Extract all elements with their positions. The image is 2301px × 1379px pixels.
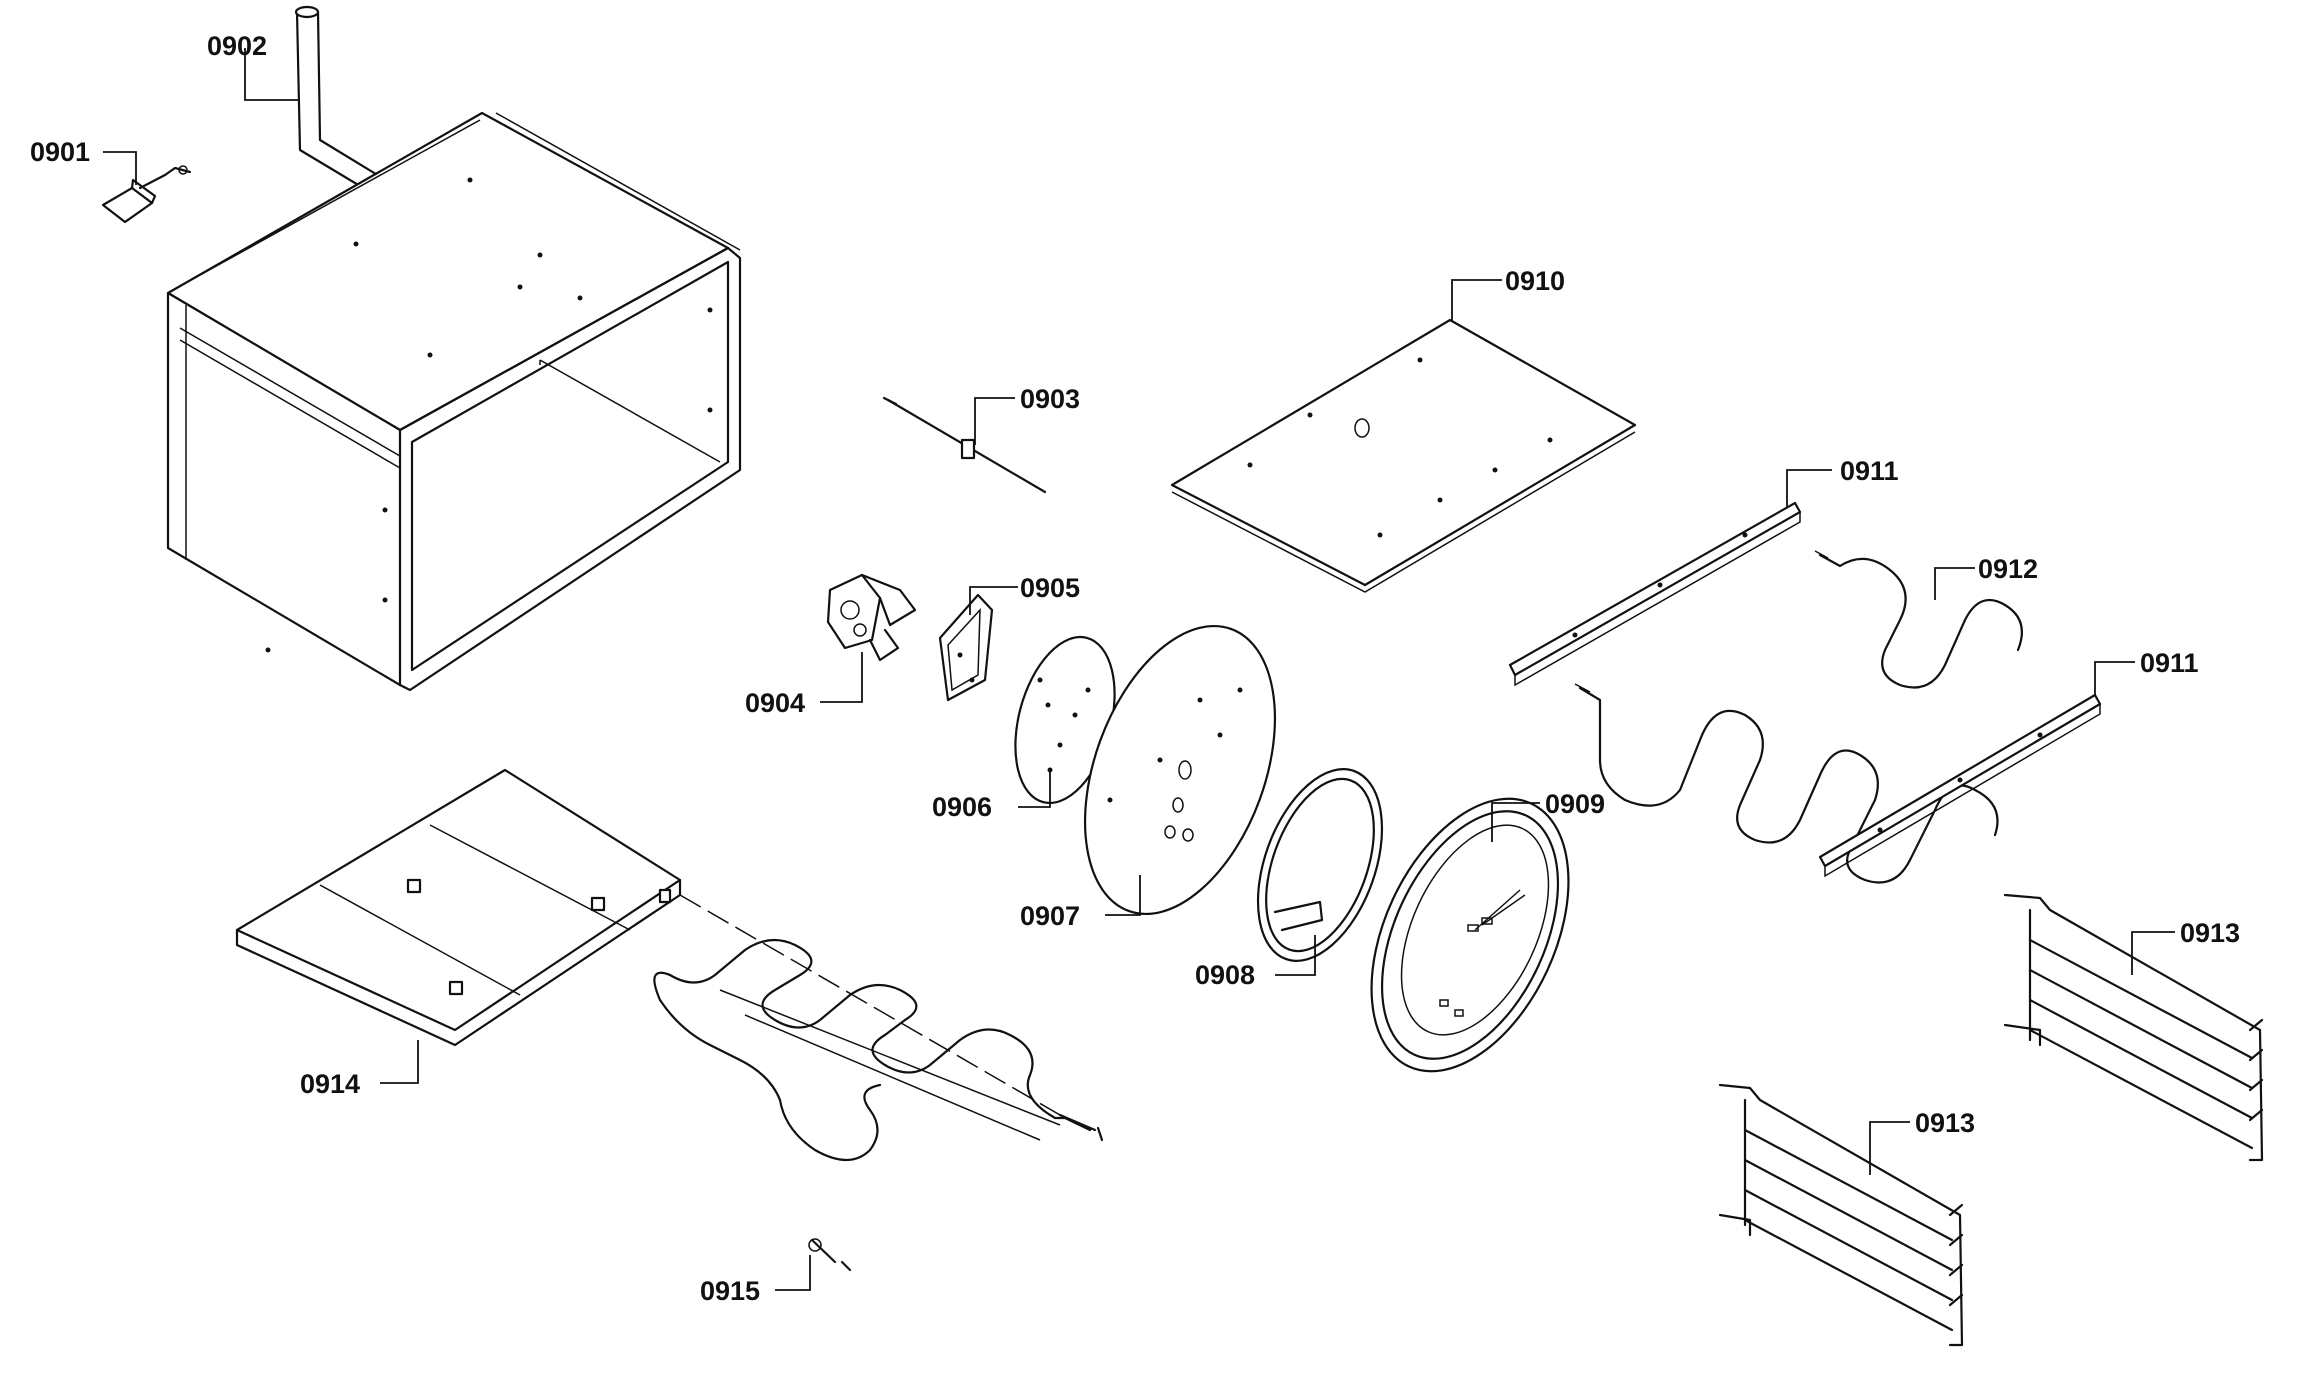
leader-0912 [1934, 567, 1975, 600]
leader-0908 [1275, 935, 1316, 976]
leader-0911-upper [1786, 469, 1832, 508]
part-0911-rail-upper [1508, 501, 1802, 687]
callout-0904: 0904 [745, 688, 805, 718]
callout-0911-lower: 0911 [2140, 648, 2199, 678]
leader-0901 [103, 151, 137, 185]
part-0913-rack-lower [1718, 1083, 1964, 1347]
leader-0902 [244, 48, 298, 101]
callout-0910: 0910 [1505, 266, 1565, 296]
leader-0913-lower [1869, 1121, 1910, 1175]
part-0906-disc [1014, 635, 1116, 805]
part-0912-grill-element [1574, 550, 2023, 884]
leader-0914 [380, 1040, 419, 1084]
callout-0902: 0902 [207, 31, 267, 61]
callout-0913-right: 0913 [2180, 918, 2240, 948]
oven-cavity [166, 111, 742, 692]
leader-0906 [1018, 770, 1051, 808]
leader-0903 [974, 397, 1015, 445]
callout-0915: 0915 [700, 1276, 760, 1306]
leader-0910 [1451, 279, 1502, 322]
leader-0907 [1105, 875, 1141, 916]
part-0913-rack-right [2003, 893, 2264, 1162]
leader-0915 [775, 1255, 811, 1291]
callout-0911-upper: 0911 [1840, 456, 1899, 486]
leader-0905 [969, 586, 1018, 615]
part-0908-ring-element [1256, 768, 1384, 962]
part-0911-rail-lower [1818, 693, 2102, 878]
callout-0901: 0901 [30, 137, 90, 167]
part-0915-bottom-element [653, 938, 1104, 1272]
callout-0906: 0906 [932, 792, 992, 822]
part-0909-fan-cover [1370, 797, 1570, 1073]
leader-0904 [820, 652, 863, 703]
part-0903-probe [882, 396, 1047, 494]
part-0914-bottom-tray [235, 768, 682, 1047]
callout-0909: 0909 [1545, 789, 1605, 819]
part-0910-top-panel [1170, 318, 1637, 593]
leader-0911-lower [2094, 661, 2135, 695]
part-0901-connector [101, 165, 192, 224]
leader-0909 [1491, 802, 1540, 842]
part-0907-plate [1083, 624, 1277, 916]
assembly-dashed-line [679, 894, 1061, 1116]
leader-0913-right [2131, 931, 2175, 975]
callout-0903: 0903 [1020, 384, 1080, 414]
callout-0914: 0914 [300, 1069, 360, 1099]
part-0905-bracket [938, 593, 994, 702]
callout-0912: 0912 [1978, 554, 2038, 584]
callout-0913-lower: 0913 [1915, 1108, 1975, 1138]
callout-0905: 0905 [1020, 573, 1080, 603]
callout-0907: 0907 [1020, 901, 1080, 931]
part-0904-fan-motor [826, 573, 917, 662]
callout-0908: 0908 [1195, 960, 1255, 990]
